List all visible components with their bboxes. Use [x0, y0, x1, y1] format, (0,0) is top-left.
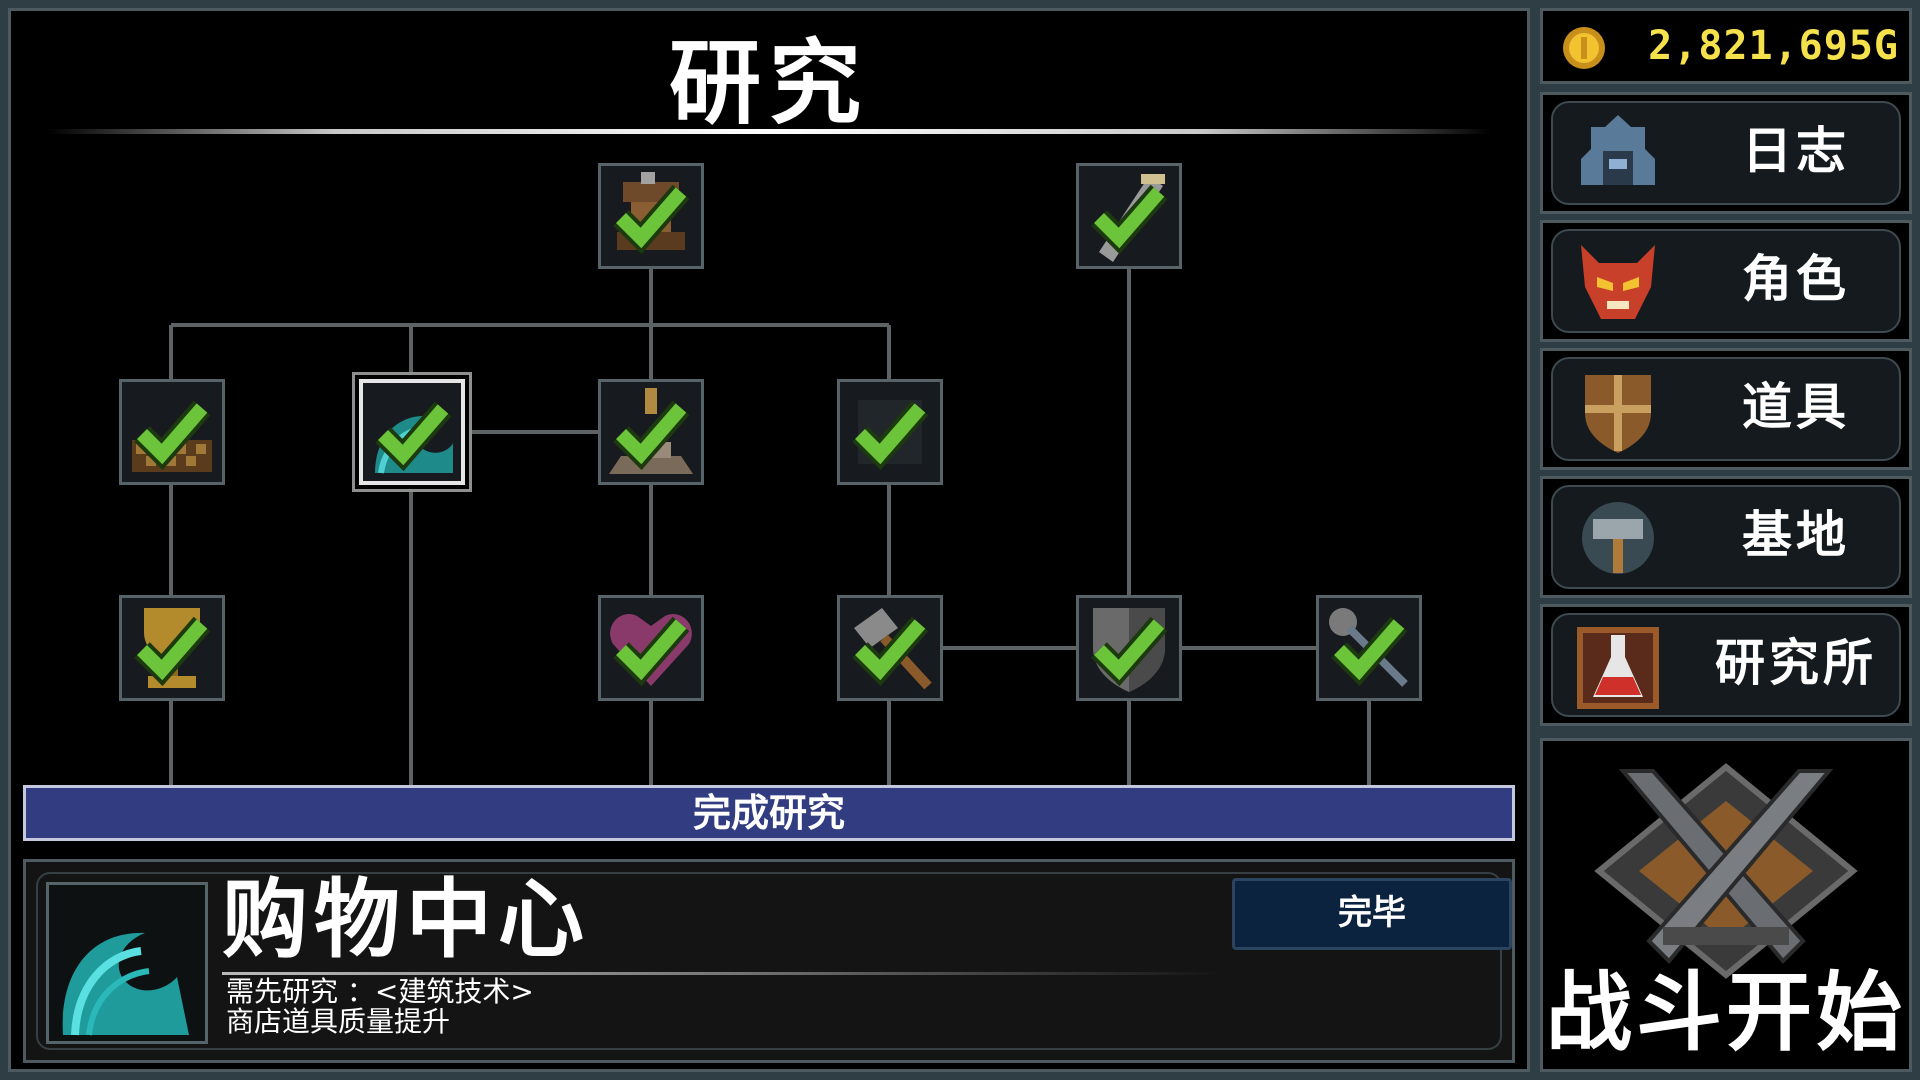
title-divider [47, 129, 1491, 134]
research-detail-box: 购物中心 需先研究 ：<建筑技术> 商店道具质量提升 完毕 [23, 859, 1515, 1063]
research-description: 商店道具质量提升 [226, 1005, 451, 1038]
research-prerequisite: 需先研究 ：<建筑技术> [226, 975, 534, 1008]
research-node-hammer[interactable] [837, 595, 943, 701]
demon-mask-icon [1581, 245, 1655, 319]
research-item-name: 购物中心 [222, 870, 590, 970]
research-node-furnace[interactable] [598, 163, 704, 269]
potion-flask-icon [1577, 627, 1659, 709]
checkmark-icon [852, 616, 929, 687]
menu-item-items[interactable]: 道具 [1540, 348, 1912, 470]
research-panel: 研究 [8, 8, 1530, 1072]
research-node-shield[interactable] [1076, 595, 1182, 701]
checkmark-icon [1091, 184, 1168, 255]
research-node-heart[interactable] [598, 595, 704, 701]
checkmark-icon [852, 400, 929, 471]
menu-item-journal[interactable]: 日志 [1540, 92, 1912, 214]
detail-inner-frame [36, 872, 1502, 1050]
wave-icon [62, 932, 189, 1036]
research-node-blueprint[interactable] [119, 379, 225, 485]
tree-connectors [169, 269, 1371, 791]
checkmark-icon [613, 184, 690, 255]
menu-item-label: 研究所 [1715, 634, 1877, 692]
menu-item-label: 日志 [1742, 122, 1850, 180]
gold-coin-icon [1563, 27, 1605, 69]
checkmark-icon [613, 616, 690, 687]
done-button[interactable]: 完毕 [1232, 878, 1512, 950]
shield-icon [1585, 375, 1651, 453]
research-node-wave[interactable] [355, 375, 469, 489]
menu-item-research-lab[interactable]: 研究所 [1540, 604, 1912, 726]
menu-item-label: 角色 [1742, 250, 1850, 308]
menu-item-base[interactable]: 基地 [1540, 476, 1912, 598]
checkmark-icon [613, 400, 690, 471]
research-node-gem[interactable] [837, 379, 943, 485]
gold-amount: 2,821,695G [1648, 23, 1899, 69]
checkmark-icon [134, 616, 211, 687]
start-battle-label: 战斗开始 [1546, 963, 1906, 1063]
research-node-wrench[interactable] [1316, 595, 1422, 701]
research-node-trophy[interactable] [119, 595, 225, 701]
page-title: 研究 [668, 30, 869, 137]
detail-divider [222, 972, 1222, 975]
checkmark-icon [375, 401, 452, 472]
research-node-sword-scroll[interactable] [1076, 163, 1182, 269]
research-node-anvil[interactable] [598, 379, 704, 485]
hammer-base-icon [1582, 502, 1654, 574]
crossed-swords-icon [1594, 763, 1858, 979]
detail-icon-frame [46, 882, 208, 1044]
menu-item-label: 基地 [1742, 506, 1850, 564]
checkmark-icon [1331, 616, 1408, 687]
start-battle-button[interactable]: 战斗开始 [1540, 738, 1912, 1072]
research-complete-bar: 完成研究 [23, 785, 1515, 841]
checkmark-icon [134, 400, 211, 471]
menu-item-label: 道具 [1742, 378, 1850, 436]
checkmark-icon [1091, 616, 1168, 687]
gold-display: 2,821,695G [1540, 8, 1912, 84]
menu-item-characters[interactable]: 角色 [1540, 220, 1912, 342]
journal-helmet-icon [1581, 115, 1655, 185]
